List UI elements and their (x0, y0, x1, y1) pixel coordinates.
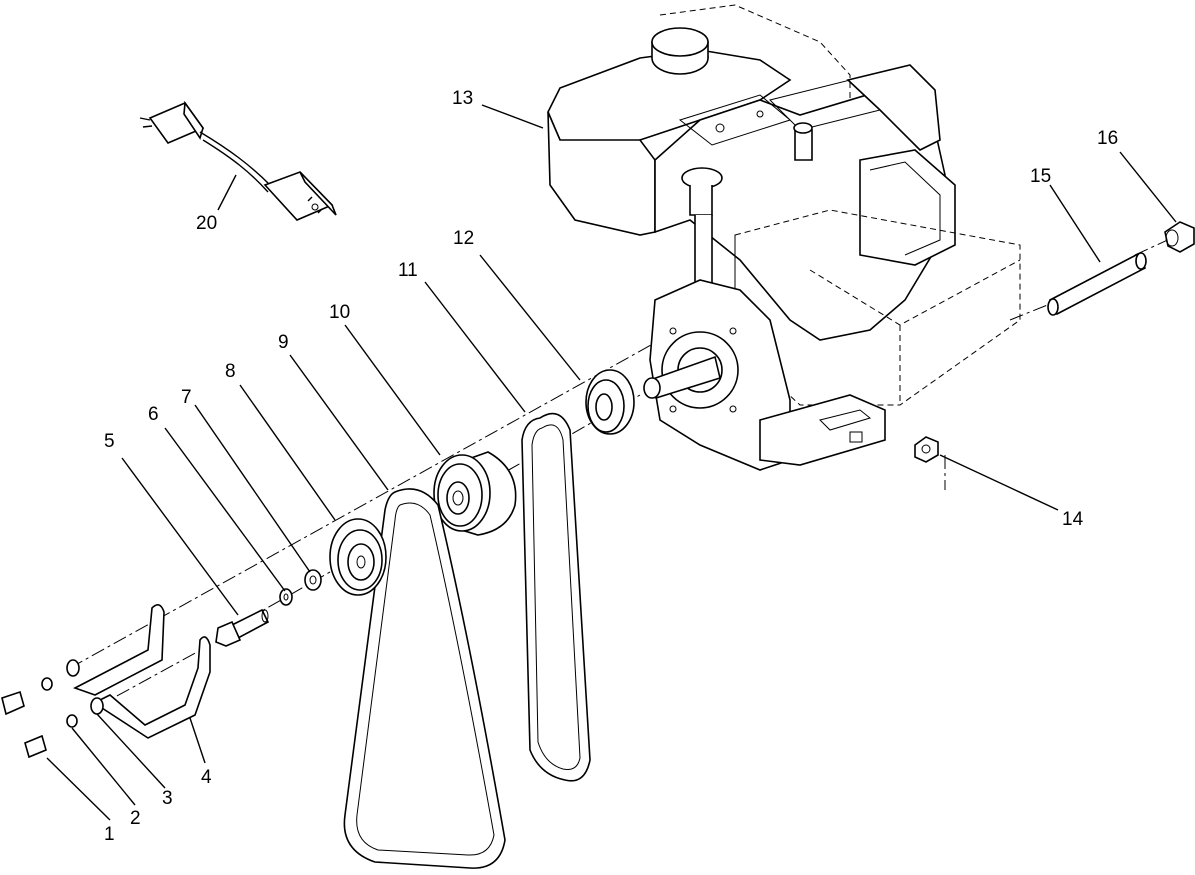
callout-12: 12 (453, 228, 474, 249)
callout-labels: 1 2 3 4 5 6 7 8 9 10 11 12 13 14 15 16 2… (104, 88, 1118, 845)
callout-8: 8 (225, 361, 236, 382)
spacer-tube-part-15 (1047, 252, 1147, 316)
callout-9: 9 (278, 332, 289, 353)
fastener-set-bottom (24, 697, 104, 759)
extension-cord-part-20 (139, 100, 337, 221)
large-pulley-part-10 (433, 451, 517, 536)
callout-5: 5 (104, 431, 115, 452)
drive-belt-part-11 (521, 412, 591, 782)
callout-2: 2 (130, 808, 141, 829)
callout-13: 13 (452, 88, 473, 109)
callout-4: 4 (201, 767, 212, 788)
callout-3: 3 (162, 788, 173, 809)
callout-6: 6 (148, 404, 159, 425)
drive-belt-part-9 (343, 488, 506, 869)
engine-part-13 (547, 4, 1021, 471)
callout-11: 11 (398, 260, 418, 281)
small-pulley-part-12 (585, 369, 635, 435)
bolt-part-5 (215, 608, 270, 647)
callout-20: 20 (196, 213, 217, 234)
pulley-part-8 (329, 518, 387, 596)
callout-7: 7 (181, 387, 192, 408)
callout-14: 14 (1062, 509, 1084, 530)
nut-part-16 (1164, 221, 1195, 253)
belt-guide-part-4 (72, 604, 211, 739)
callout-15: 15 (1030, 166, 1051, 187)
fastener-set-top (1, 659, 80, 716)
flat-washer-part-7 (304, 569, 322, 591)
lock-washer-part-6 (279, 588, 293, 606)
callout-10: 10 (329, 302, 350, 323)
leader-lines (46, 104, 1177, 821)
callout-1: 1 (104, 824, 115, 845)
hex-nut-part-14 (914, 436, 939, 463)
callout-16: 16 (1097, 128, 1118, 149)
